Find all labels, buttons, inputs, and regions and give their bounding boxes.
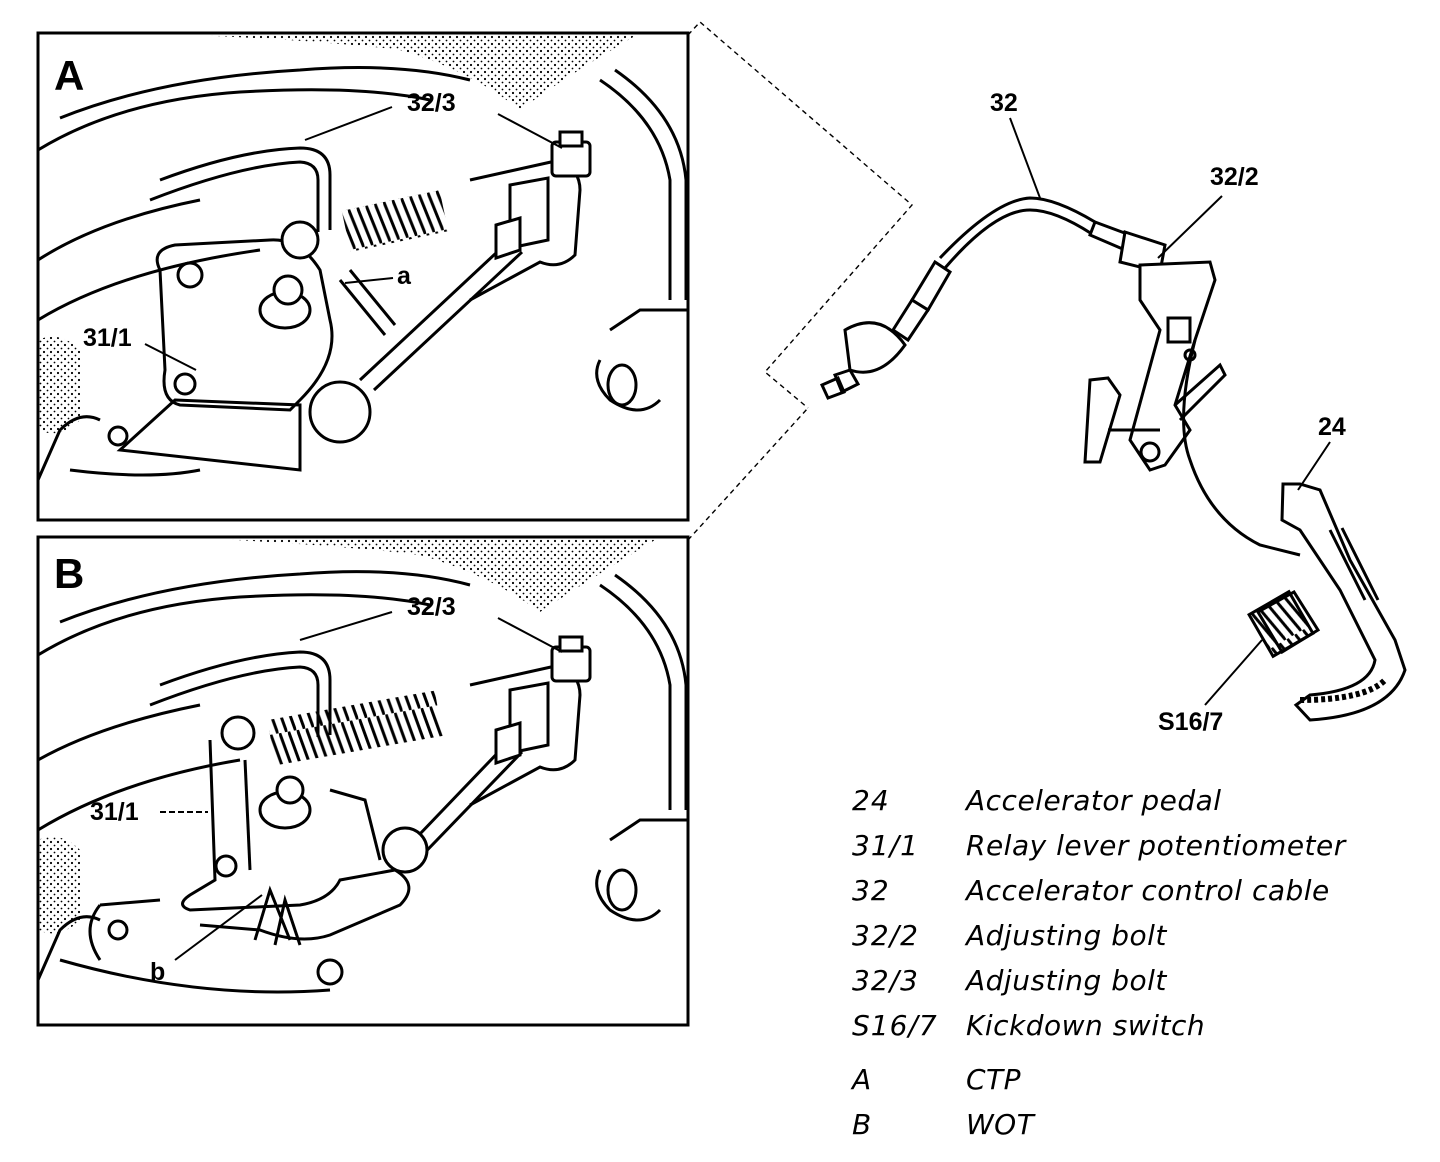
return-spring <box>341 190 449 252</box>
legend-desc: Kickdown switch <box>966 1009 1206 1042</box>
firewall-shading-b <box>180 537 660 612</box>
panel-a-callout-32-3: 32/3 <box>407 89 456 117</box>
callout-32-2: 32/2 <box>1210 163 1259 191</box>
panel-a: A 32/3 31/1 a <box>36 31 690 522</box>
panel-b-callout-b: b <box>150 958 165 986</box>
zoom-lines <box>687 21 913 541</box>
panel-a-callout-a: a <box>397 262 412 290</box>
legend-row: 24 Accelerator pedal <box>852 778 1346 823</box>
legend-code: A <box>852 1063 873 1096</box>
legend-state-row: A CTP <box>852 1057 1346 1102</box>
firewall-shading <box>150 33 640 110</box>
callout-32: 32 <box>990 89 1018 117</box>
kickdown-switch <box>1247 589 1321 659</box>
legend-desc: WOT <box>966 1108 1035 1141</box>
accelerator-cable <box>938 196 1096 260</box>
legend-desc: Adjusting bolt <box>966 919 1167 952</box>
panel-b-callout-31-1: 31/1 <box>90 798 139 826</box>
legend-code: S16/7 <box>852 1009 938 1042</box>
panel-b-letter: B <box>54 550 84 597</box>
legend-code: B <box>852 1108 873 1141</box>
legend-state-row: B WOT <box>852 1102 1346 1147</box>
legend-row: 32/3 Adjusting bolt <box>852 958 1346 1003</box>
legend-code: 32/3 <box>852 964 919 997</box>
legend-code: 32/2 <box>852 919 919 952</box>
legend-desc: CTP <box>966 1063 1022 1096</box>
legend-row: 32/2 Adjusting bolt <box>852 913 1346 958</box>
legend-code: 31/1 <box>852 829 919 862</box>
legend: 24 Accelerator pedal 31/1 Relay lever po… <box>852 778 1346 1147</box>
pedal-assembly: 32 32/2 24 S16/7 <box>819 89 1407 736</box>
callout-24: 24 <box>1318 413 1346 441</box>
legend-desc: Accelerator pedal <box>966 784 1222 817</box>
panel-b-callout-32-3: 32/3 <box>407 593 456 621</box>
legend-row: 32 Accelerator control cable <box>852 868 1346 913</box>
legend-desc: Relay lever potentiometer <box>966 829 1346 862</box>
legend-desc: Accelerator control cable <box>966 874 1330 907</box>
accelerator-pedal-pad <box>1280 482 1407 722</box>
legend-row: S16/7 Kickdown switch <box>852 1003 1346 1048</box>
panel-a-callout-31-1: 31/1 <box>83 324 132 352</box>
adjusting-bolt-nut-a <box>494 130 592 261</box>
legend-code: 24 <box>852 784 890 817</box>
legend-code: 32 <box>852 874 890 907</box>
legend-desc: Adjusting bolt <box>966 964 1167 997</box>
return-spring-b <box>267 690 443 766</box>
callout-s16-7: S16/7 <box>1158 708 1223 736</box>
panel-a-letter: A <box>54 52 84 99</box>
legend-row: 31/1 Relay lever potentiometer <box>852 823 1346 868</box>
panel-b: B 32/3 31/1 b <box>36 535 690 1027</box>
